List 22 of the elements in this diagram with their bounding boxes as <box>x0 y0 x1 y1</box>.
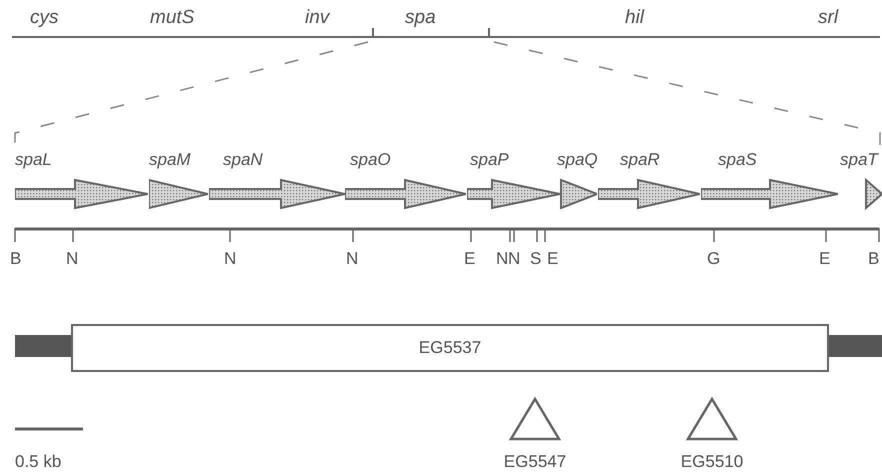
locus-label: cys <box>30 8 58 28</box>
restriction-site-label: N <box>66 249 78 269</box>
restriction-site-label: E <box>464 249 476 269</box>
restriction-site-label: S <box>530 249 542 269</box>
insertion-triangle: EG5547 <box>497 396 573 472</box>
locus-label: srl <box>818 8 838 28</box>
locus-label: inv <box>305 8 330 28</box>
insertion-triangle: EG5510 <box>674 396 750 472</box>
restriction-site-label: E <box>819 249 830 269</box>
scale-label: 0.5 kb <box>15 452 62 472</box>
restriction-site-label: N <box>496 249 508 269</box>
deletion-box: EG5537 <box>71 324 829 372</box>
locus-label: mutS <box>150 8 194 28</box>
restriction-site-label: N <box>508 249 520 269</box>
restriction-site-label: N <box>346 249 358 269</box>
restriction-site-label: G <box>707 249 720 269</box>
restriction-site-label: E <box>547 249 558 269</box>
restriction-site-label: B <box>868 249 880 269</box>
restriction-site-label: B <box>10 249 22 269</box>
restriction-site-label: N <box>224 249 236 269</box>
locus-label: spa <box>405 8 436 28</box>
locus-label: hil <box>625 8 644 28</box>
